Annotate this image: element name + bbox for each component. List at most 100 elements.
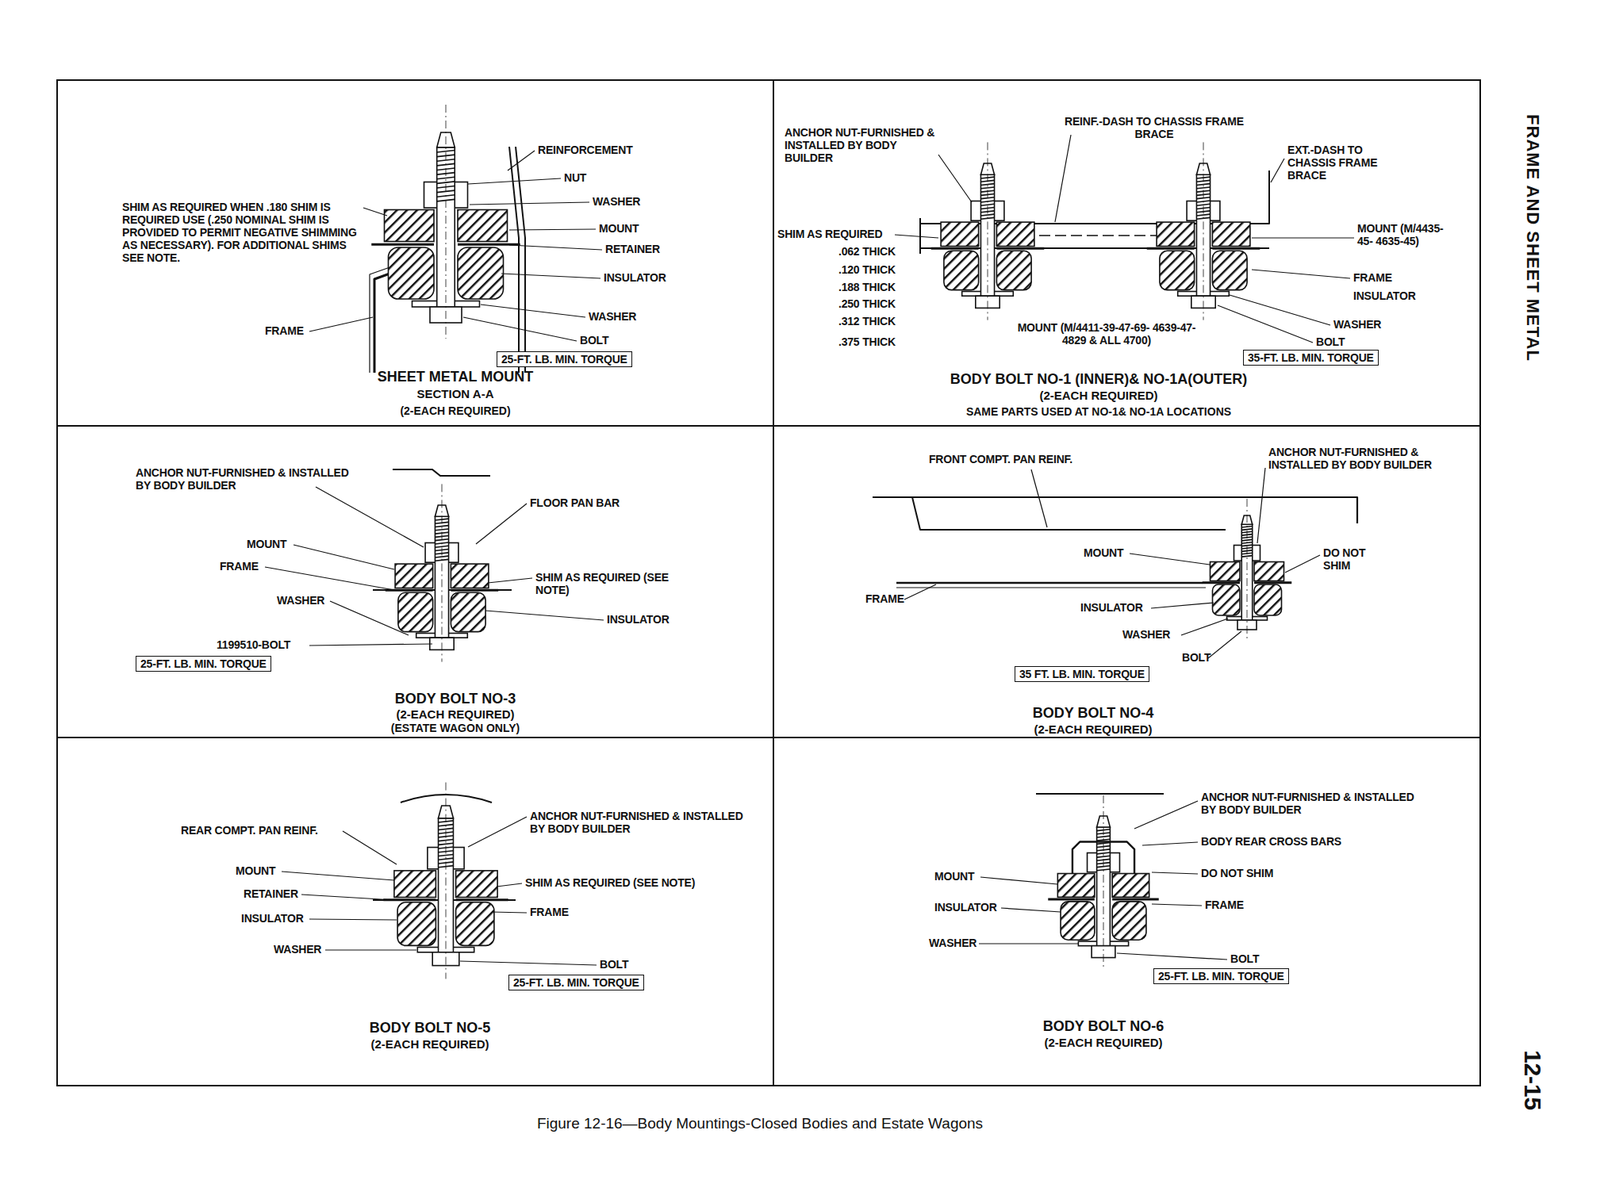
leader-line	[264, 567, 395, 591]
leader-line	[1181, 618, 1228, 636]
frame-plate	[450, 589, 499, 592]
frame-plate	[1147, 247, 1195, 250]
leader-line	[1257, 468, 1266, 544]
panel-subtitle: (2-EACH REQUIRED)	[1043, 1036, 1163, 1051]
panel-title: BODY BOLT NO-1 (INNER)& NO-1A(OUTER)	[950, 372, 1248, 388]
leader-line	[468, 178, 561, 185]
drawing-group	[264, 104, 1358, 979]
callout-label: ANCHOR NUT-FURNISHED & INSTALLED BY BODY…	[135, 466, 358, 492]
insulator-block	[1212, 584, 1241, 616]
leader-line	[315, 487, 424, 548]
callout-label: INSULATOR	[603, 271, 667, 284]
leader-line	[978, 943, 1079, 944]
center-line	[1247, 498, 1248, 640]
bolt-thread	[980, 184, 994, 186]
callout-label: RETAINER	[243, 887, 299, 901]
panel-title: BODY BOLT NO-3	[395, 691, 516, 708]
bolt-thread	[438, 843, 454, 845]
rear-pan-curve	[400, 794, 492, 803]
leader-line	[363, 207, 388, 216]
insulator-block	[388, 247, 435, 300]
insulator-block	[1112, 901, 1147, 941]
panel-subtitle: (2-EACH REQUIRED)	[1033, 723, 1152, 737]
leader-line	[1129, 553, 1210, 565]
panel-subtitle: (2-EACH REQUIRED)	[370, 1038, 489, 1052]
bolt-thread	[1097, 836, 1111, 838]
bolt-thread	[1196, 187, 1210, 189]
leader-line	[1251, 269, 1351, 279]
insulator-block	[457, 247, 504, 300]
cross-bar-symbol	[1035, 793, 1164, 795]
callout-label: NUT	[564, 171, 587, 185]
torque-spec-box: 25-FT. LB. MIN. TORQUE	[135, 656, 272, 672]
mount-block	[456, 870, 499, 898]
insulator-block	[450, 592, 486, 632]
callout-label: FRAME	[219, 560, 259, 573]
floor-pan-bar-symbol	[392, 469, 491, 476]
insulator-block	[1254, 584, 1282, 616]
leader-line	[1151, 904, 1202, 906]
callout-label: MOUNT	[235, 864, 276, 878]
mount-block	[1156, 222, 1195, 246]
leader-line	[1285, 555, 1320, 573]
panel-subtitle: (2-EACH REQUIRED)	[1039, 389, 1158, 403]
bolt-thread	[980, 187, 994, 189]
callout-label: SHIM AS REQUIRED (SEE NOTE)	[525, 876, 695, 890]
callout-label: .188 THICK	[838, 280, 896, 294]
callout-label: BOLT	[1181, 651, 1211, 664]
center-line	[987, 141, 989, 320]
callout-label: WASHER	[276, 594, 325, 607]
callout-label: .312 THICK	[838, 314, 896, 328]
leader-line	[485, 610, 604, 621]
panel-title: BODY BOLT NO-6	[1043, 1019, 1164, 1036]
frame-section	[919, 218, 921, 254]
panel-subtitle: (ESTATE WAGON ONLY)	[391, 722, 520, 735]
bolt-thread	[980, 214, 994, 216]
torque-spec-box: 35-FT. LB. MIN. TORQUE	[1243, 349, 1379, 366]
leader-line	[1116, 953, 1228, 960]
leader-line	[1208, 631, 1242, 659]
mount-block	[1210, 562, 1241, 582]
leader-line	[309, 644, 433, 646]
center-line	[1103, 795, 1105, 970]
callout-label: WASHER	[592, 195, 641, 208]
bolt-thread	[434, 545, 449, 548]
callout-label: BOLT	[579, 333, 609, 347]
callout-label: BODY REAR CROSS BARS	[1200, 835, 1342, 848]
bolt-thread	[438, 854, 454, 856]
callout-label: FRAME	[264, 324, 304, 338]
panel-subtitle: SECTION A-A	[417, 387, 495, 402]
callout-label: MOUNT	[934, 870, 975, 883]
leader-line	[1142, 842, 1198, 846]
leader-line	[342, 831, 397, 865]
mount-block	[1057, 874, 1095, 898]
callout-label: INSULATOR	[934, 901, 998, 914]
leader-line	[301, 894, 395, 901]
callout-label: WASHER	[588, 310, 637, 323]
panel-title: BODY BOLT NO-5	[369, 1020, 491, 1037]
leader-line	[293, 544, 395, 570]
insulator-block	[1060, 901, 1095, 941]
center-line	[1203, 141, 1205, 320]
mount-block	[1212, 222, 1251, 246]
callout-label: WASHER	[1122, 628, 1171, 641]
frame-plate	[996, 247, 1044, 250]
leader-line	[509, 245, 603, 250]
callout-label: 1199510-BOLT	[216, 638, 291, 652]
frame-plate	[1047, 898, 1095, 902]
insulator-block	[398, 592, 434, 632]
bolt-thread	[434, 529, 449, 531]
ext-brace	[1261, 170, 1270, 224]
diagram-panel: BODY BOLT NO-5(2-EACH REQUIRED)	[56, 736, 775, 1087]
bolt-thread	[1196, 184, 1210, 186]
leader-line	[329, 601, 409, 636]
callout-label: EXT.-DASH TO CHASSIS FRAME BRACE	[1287, 143, 1407, 182]
leader-line	[1001, 908, 1061, 913]
leader-line	[487, 578, 533, 584]
frame-plate	[1254, 581, 1292, 584]
leader-line	[904, 584, 937, 600]
frame-section	[896, 587, 1206, 588]
callout-label: INSULATOR	[606, 613, 670, 626]
callout-label: FRAME	[1353, 271, 1393, 284]
